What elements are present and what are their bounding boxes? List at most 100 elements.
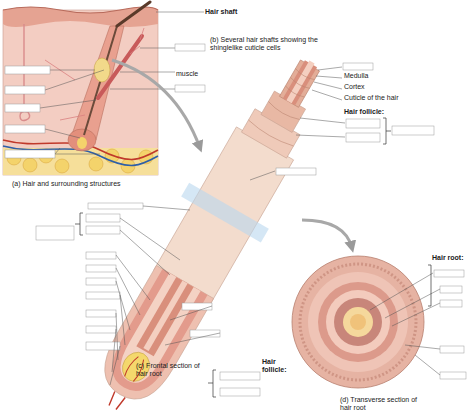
leader-line — [296, 118, 345, 137]
blank-label — [5, 86, 45, 94]
leader-line — [40, 100, 96, 108]
part-label: Medulla — [344, 72, 404, 80]
sebaceous-gland — [94, 58, 110, 82]
panel-caption: (d) Transverse section of hair root — [340, 396, 430, 412]
blank-label — [440, 372, 466, 379]
skin-block — [3, 2, 158, 175]
nerve-fiber — [45, 28, 144, 120]
blank-label — [434, 270, 464, 277]
hair-medulla — [286, 60, 314, 103]
panel-caption: (a) Hair and surrounding structures — [12, 180, 172, 188]
blank-label — [86, 326, 116, 333]
brackets — [75, 118, 431, 397]
connective-sheath — [292, 256, 424, 388]
blank-label — [190, 330, 220, 337]
leader-line — [250, 171, 275, 180]
section-plane — [181, 183, 269, 243]
bracket — [428, 265, 431, 306]
part-label: Cuticle of the hair — [344, 94, 424, 102]
hair-cortex — [283, 60, 317, 105]
bracket — [75, 213, 83, 235]
blank-label — [346, 119, 380, 128]
blank-label — [5, 125, 45, 133]
leader-line — [45, 129, 80, 138]
blank-label — [86, 214, 120, 222]
group-label: Hair root: — [432, 254, 474, 262]
medulla-core — [350, 314, 366, 330]
hair-cortex — [334, 298, 382, 346]
fat-cell — [55, 159, 69, 173]
blank-label — [220, 372, 260, 380]
blank-label — [175, 44, 205, 51]
leader-line — [110, 206, 190, 385]
blank-label — [86, 265, 116, 272]
papilla — [77, 137, 87, 149]
bracket — [383, 118, 391, 144]
blank-label — [5, 150, 55, 158]
blank-label — [346, 133, 380, 142]
fat-layer — [3, 148, 158, 175]
blank-label — [220, 388, 260, 396]
cuticle-shingle — [284, 86, 304, 99]
blank-label — [86, 252, 116, 259]
hair-bulb — [68, 129, 96, 151]
blank-label — [5, 104, 40, 112]
fat-cell — [23, 158, 37, 172]
blank-label — [86, 292, 120, 299]
blank-label — [88, 203, 143, 209]
cuticle-shingle — [247, 120, 294, 149]
leader-line — [165, 306, 220, 345]
leader-line — [120, 72, 175, 73]
leader-line — [110, 89, 175, 90]
hair-cuticle — [326, 290, 390, 354]
leader-lines — [40, 12, 204, 154]
leader-line — [156, 12, 204, 13]
cuticle-shingle — [294, 69, 314, 82]
leader-line — [50, 70, 95, 71]
hair-shaft-cuticle — [279, 60, 319, 107]
part-label: Hair shaft — [205, 8, 265, 16]
blood-vessel — [107, 392, 125, 411]
blank-label — [392, 126, 434, 135]
blank-label — [86, 310, 116, 317]
hair-medulla — [343, 307, 373, 337]
leader-line — [140, 48, 175, 49]
inner-root-sheath — [318, 282, 398, 362]
bracket — [208, 370, 216, 397]
blank-label — [175, 85, 205, 92]
part-label: Cortex — [344, 83, 404, 91]
hair-follicle — [70, 26, 124, 140]
group-label: Hair follicle: — [262, 358, 296, 374]
blank-label — [440, 286, 462, 293]
zoom-arrow — [302, 220, 352, 248]
leader-lines — [110, 67, 440, 385]
fat-cell — [89, 157, 103, 171]
panel-caption: (b) Several hair shafts showing the shin… — [210, 36, 322, 52]
dermis — [3, 10, 158, 175]
hair-root — [136, 277, 193, 356]
arrector-pili-muscle — [98, 36, 142, 98]
sheath-texture — [300, 264, 416, 380]
hair-shaft — [117, 2, 150, 26]
root-medulla — [143, 280, 187, 351]
cuticle-shingle — [267, 101, 300, 122]
blank-label-boxes — [5, 44, 466, 396]
blank-label — [440, 346, 464, 353]
part-label: muscle — [176, 70, 216, 78]
cuticle-shingle — [289, 77, 309, 90]
blank-label — [343, 63, 373, 70]
blank-label — [86, 226, 120, 234]
blank-label — [86, 278, 116, 285]
blank-label — [182, 303, 212, 310]
leader-line — [45, 70, 104, 90]
blank-label — [5, 66, 50, 74]
epidermis — [3, 7, 158, 27]
blank-label — [276, 168, 316, 175]
leader-line — [55, 148, 100, 154]
leader-line — [312, 67, 342, 100]
group-label: Hair follicle: — [344, 108, 414, 116]
outer-root-sheath — [308, 272, 408, 372]
cuticle-shingles — [247, 61, 328, 148]
